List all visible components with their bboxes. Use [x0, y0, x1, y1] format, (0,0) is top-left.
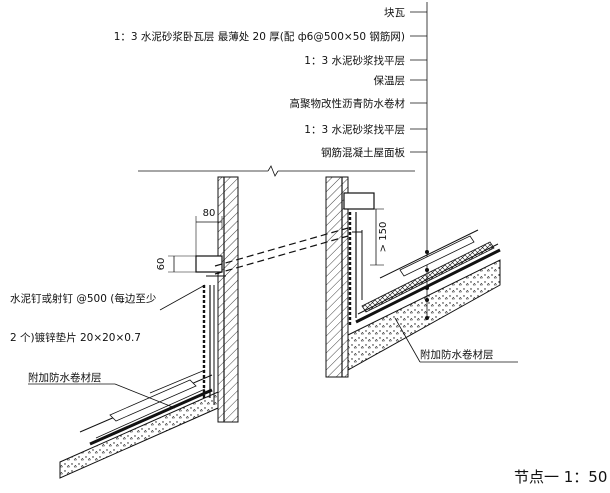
callout-nail-line2: 2 个)镀锌垫片 20×20×0.7	[10, 331, 141, 344]
callout-membrane: 高聚物改性沥青防水卷材	[290, 97, 406, 110]
layer-callouts: 块瓦 1：3 水泥砂浆卧瓦层 最薄处 20 厚(配 ф6@500×50 钢筋网)…	[114, 7, 406, 159]
callout-block-tile: 块瓦	[384, 7, 405, 19]
dimension-lines: 80 60 > 150	[156, 208, 389, 273]
callout-extra-membrane-right: 附加防水卷材层	[420, 348, 494, 361]
left-roof-layers	[59, 285, 219, 479]
leader-lines	[410, 2, 429, 320]
left-wall	[195, 176, 239, 423]
callout-mortar-bed: 1：3 水泥砂浆卧瓦层 最薄处 20 厚(配 ф6@500×50 钢筋网)	[114, 30, 405, 43]
dim-80: 80	[203, 208, 216, 219]
dashed-flashing	[206, 227, 362, 277]
callout-nail-line1: 水泥钉或射钉 @500 (每边至少	[10, 292, 156, 305]
dim-60: 60	[156, 258, 167, 271]
drawing-title: 节点一 1：50	[514, 468, 607, 486]
extra-membrane-right-callout: 附加防水卷材层	[394, 317, 518, 363]
callout-screed-lower: 1：3 水泥砂浆找平层	[304, 123, 405, 136]
extra-membrane-left-callout: 附加防水卷材层	[28, 371, 176, 409]
nail-callout: 水泥钉或射钉 @500 (每边至少 2 个)镀锌垫片 20×20×0.7	[10, 284, 206, 344]
section-line	[138, 165, 415, 177]
callout-extra-membrane-left: 附加防水卷材层	[28, 371, 102, 384]
right-wall	[325, 176, 375, 378]
callout-roof-slab: 钢筋混凝土屋面板	[321, 146, 405, 159]
callout-screed-upper: 1：3 水泥砂浆找平层	[304, 54, 405, 67]
dim-150: > 150	[378, 222, 389, 253]
right-roof-layers	[347, 212, 501, 371]
callout-insulation: 保温层	[374, 74, 406, 87]
